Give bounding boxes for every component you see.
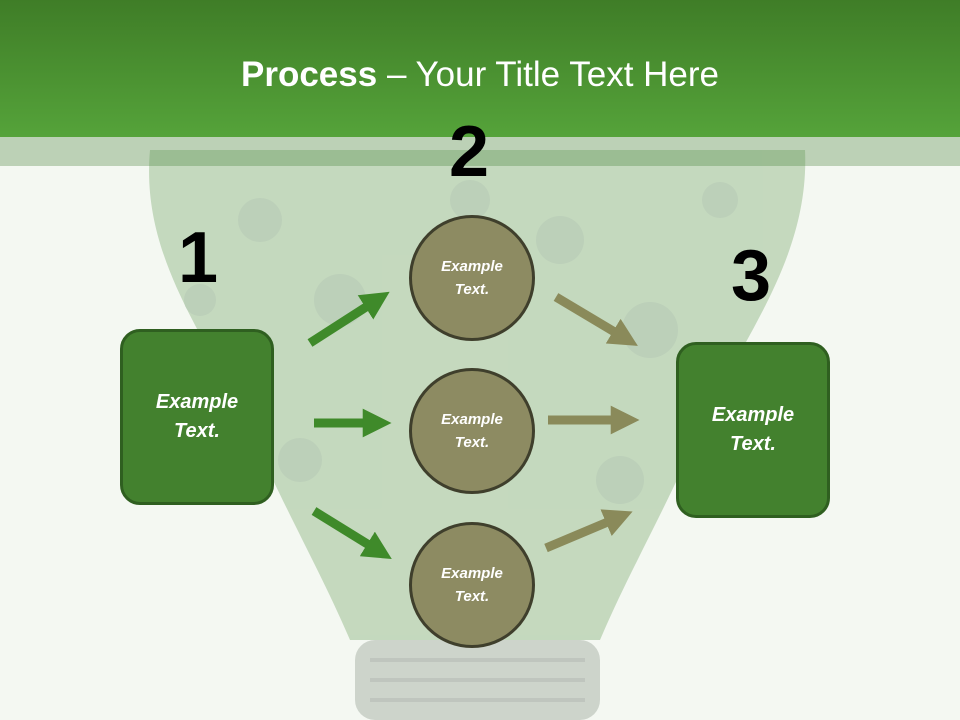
step-2-text-middle: Example Text. <box>441 411 503 451</box>
step-1-text: Example Text. <box>155 391 239 442</box>
arrow-2a-to-3 <box>553 293 638 346</box>
slide-title: Process – Your Title Text Here <box>0 55 960 95</box>
step-1-box[interactable]: Example Text. <box>120 329 274 505</box>
step-number-2: 2 <box>449 112 490 192</box>
title-band <box>0 137 960 166</box>
arrows <box>307 291 640 560</box>
title-rest: – Your Title Text Here <box>377 55 719 94</box>
step-2-circle-middle[interactable]: Example Text. <box>409 368 535 494</box>
step-number-3: 3 <box>731 236 772 316</box>
step-2-text-bottom: Example Text. <box>441 565 503 605</box>
step-2-circle-bottom[interactable]: Example Text. <box>409 522 535 648</box>
step-2-text-top: Example Text. <box>441 258 503 298</box>
arrow-2c-to-3 <box>544 509 633 553</box>
arrow-1-to-2c <box>311 507 392 560</box>
step-3-text: Example Text. <box>711 404 795 455</box>
title-bar <box>0 0 960 137</box>
step-3-box[interactable]: Example Text. <box>676 342 830 518</box>
arrow-1-to-2a <box>307 291 390 347</box>
step-2-circle-top[interactable]: Example Text. <box>409 215 535 341</box>
step-number-1: 1 <box>178 218 219 298</box>
title-bold: Process <box>241 55 378 94</box>
